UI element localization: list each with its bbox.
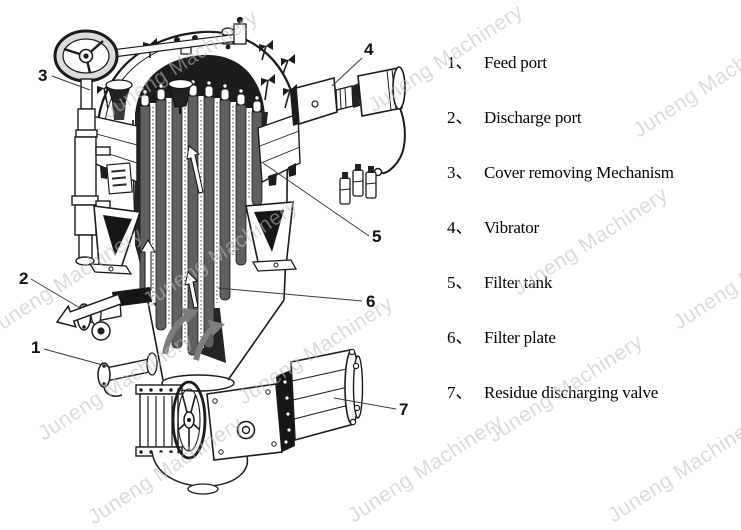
plate-slats xyxy=(139,95,263,356)
support-leg-right xyxy=(245,201,298,272)
handwheel-icon xyxy=(53,29,119,83)
legend-item-label: Filter tank xyxy=(484,273,553,292)
valve-handwheel-icon xyxy=(171,380,207,460)
legend-item-filter-plate: 6、 Filter plate xyxy=(447,327,739,349)
callout-1: 1 xyxy=(31,338,40,357)
filter-plates xyxy=(139,78,263,356)
callout-6: 6 xyxy=(366,292,375,311)
feed-port xyxy=(97,352,158,397)
parts-legend: 1、 Feed port 2、 Discharge port 3、 Cover … xyxy=(447,52,739,404)
legend-item-discharge-port: 2、 Discharge port xyxy=(447,107,739,129)
internal-funnel xyxy=(167,78,194,114)
lift-column xyxy=(71,78,111,266)
filter-diagram: 3 4 5 6 7 2 1 xyxy=(19,16,408,495)
valve-gearbox xyxy=(206,383,283,461)
rim-right-segment xyxy=(257,113,301,184)
callout-4: 4 xyxy=(364,40,374,59)
legend-item-number: 1、 xyxy=(447,53,473,72)
legend-item-feed-port: 1、 Feed port xyxy=(447,52,739,74)
vibrator xyxy=(290,66,406,205)
leader-6 xyxy=(217,287,363,302)
recirculation-arrows xyxy=(162,308,225,361)
leader-3 xyxy=(51,75,91,91)
callout-5: 5 xyxy=(372,227,381,246)
legend-item-cover-removing-mechanism: 3、 Cover removing Mechanism xyxy=(447,162,739,184)
callouts: 3 4 5 6 7 2 1 xyxy=(19,40,408,419)
legend-item-number: 4、 xyxy=(447,218,473,237)
up-flow-arrows xyxy=(140,145,204,309)
vibrator-cable xyxy=(380,107,406,174)
discharge-port xyxy=(55,287,152,341)
legend-item-number: 7、 xyxy=(447,383,473,402)
cover-removing-mechanism xyxy=(53,16,247,266)
legend-item-number: 3、 xyxy=(447,163,473,182)
legend-item-vibrator: 4、 Vibrator xyxy=(447,217,739,239)
legend-item-label: Feed port xyxy=(484,53,547,72)
callout-3: 3 xyxy=(38,66,47,85)
vibrator-coupling xyxy=(352,83,360,108)
vibrator-motor xyxy=(357,67,403,117)
leader-2 xyxy=(30,278,81,309)
air-connectors xyxy=(339,164,377,205)
legend-item-number: 2、 xyxy=(447,108,473,127)
support-leg-left xyxy=(88,205,142,275)
leader-5 xyxy=(262,162,370,237)
legend-item-filter-tank: 5、 Filter tank xyxy=(447,272,739,294)
actuator-cylinder xyxy=(290,348,364,442)
lift-arm xyxy=(95,16,247,60)
flow-arrows xyxy=(140,145,225,361)
valve-cage xyxy=(135,384,183,457)
actuator-flange xyxy=(276,370,295,452)
plate-caps xyxy=(140,79,262,113)
cover-hinge-casting xyxy=(105,79,133,120)
legend-item-label: Filter plate xyxy=(484,328,556,347)
legend-item-label: Residue discharging valve xyxy=(484,383,659,402)
legend-item-number: 5、 xyxy=(447,273,473,292)
legend-item-number: 6、 xyxy=(447,328,473,347)
cone-right-edge xyxy=(227,299,285,381)
callout-7: 7 xyxy=(399,400,408,419)
leader-1 xyxy=(43,348,111,368)
leader-4 xyxy=(331,57,363,87)
legend-item-residue-discharging-valve: 7、 Residue discharging valve xyxy=(447,382,739,404)
callout-2: 2 xyxy=(19,269,28,288)
nameplate xyxy=(106,162,133,195)
legend-item-label: Discharge port xyxy=(484,108,582,127)
support-legs xyxy=(88,201,298,275)
bottom-stub xyxy=(187,483,219,495)
legend-item-label: Cover removing Mechanism xyxy=(484,163,674,182)
leader-7 xyxy=(333,397,397,410)
vibrator-neck xyxy=(335,85,354,111)
vibrator-endcap xyxy=(392,66,406,110)
plate-dotted-edges xyxy=(152,100,250,344)
discharge-flow-arrow xyxy=(55,293,123,328)
legend-item-label: Vibrator xyxy=(484,218,539,237)
